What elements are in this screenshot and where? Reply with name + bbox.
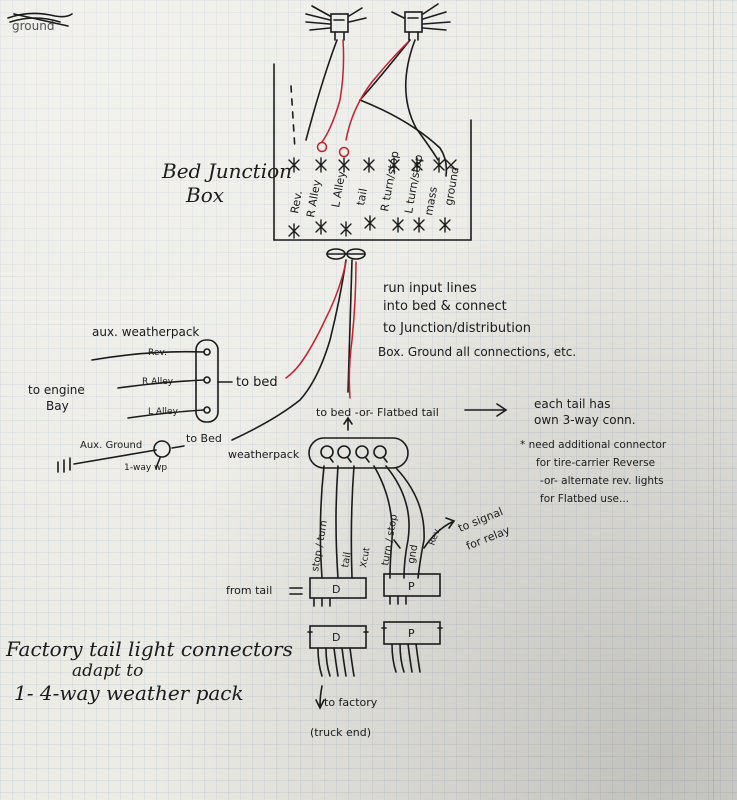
crossed-out-scribble — [7, 12, 73, 27]
factory-note-line2: adapt to — [72, 661, 143, 681]
red-wires — [285, 39, 409, 399]
each-tail-line2: own 3-way conn. — [534, 413, 636, 427]
tail-light-fixture-right — [391, 3, 451, 41]
additional-note-line4: for Flatbed use... — [540, 493, 629, 505]
junction-box-title-line2: Box — [185, 183, 224, 207]
additional-note-line2: for tire-carrier Reverse — [536, 457, 655, 469]
terminal-label-l-alley: L Alley — [329, 170, 348, 209]
wire-label-stop-turn: stop / turn — [310, 520, 330, 573]
to-bed-weatherpack-line2: weatherpack — [228, 448, 300, 461]
wire-label-turn-stop: turn / stop — [380, 514, 400, 567]
one-way-wp-label: 1-way wp — [124, 463, 167, 473]
aux-weatherpack-label: aux. weatherpack — [92, 325, 199, 339]
to-engine-bay-line2: Bay — [46, 399, 69, 413]
each-tail-line1: each tail has — [534, 397, 611, 411]
additional-note-line1: * need additional connector — [520, 439, 667, 451]
to-factory-label: to factory — [324, 696, 378, 709]
wire-label-tail: tail — [340, 551, 354, 568]
input-note-line3: to Junction/distribution — [383, 321, 531, 336]
passenger-factory-label: P — [408, 627, 415, 640]
terminal-label-tail: tail — [354, 187, 370, 206]
tail-light-fixture-left — [305, 5, 367, 41]
driver-factory-connector — [307, 625, 369, 677]
truck-end-label: (truck end) — [310, 726, 371, 739]
junction-box — [273, 63, 472, 241]
terminal-label-ground: ground — [442, 166, 462, 207]
page-margin-line — [713, 0, 714, 800]
aux-r-alley-label: R Alley — [142, 377, 174, 387]
wire-label-rev: Rev. — [427, 526, 443, 547]
wire-label-gnd: gnd — [406, 544, 420, 565]
aux-rev-label: Rev. — [148, 348, 167, 358]
aux-l-alley-label: L Alley — [148, 407, 179, 417]
passenger-connector-label: P — [408, 580, 415, 593]
factory-note-line3: 1- 4-way weather pack — [14, 681, 244, 705]
terminal-label-rev: Rev. — [288, 190, 305, 215]
terminal-label-l-turn-stop: L turn/stop — [402, 153, 425, 214]
to-bed-label: to bed — [236, 375, 278, 390]
annotations: ground Bed Junction Box Rev. R Alley L A… — [5, 19, 667, 739]
passenger-factory-connector — [381, 621, 443, 673]
from-tail-label: from tail — [226, 584, 272, 597]
terminal-label-mass: mass — [422, 186, 440, 217]
input-note-line4: Box. Ground all connections, etc. — [378, 345, 576, 359]
crossed-out-text: ground — [12, 19, 54, 33]
driver-connector-label: D — [332, 583, 340, 596]
driver-connector-from-tail — [309, 577, 367, 607]
aux-ground-label: Aux. Ground — [80, 440, 142, 451]
junction-box-title: Bed Junction — [161, 159, 292, 183]
input-note-line1: run input lines — [383, 281, 477, 296]
aux-weatherpack-connector — [91, 339, 233, 423]
passenger-connector-from-tail — [383, 573, 441, 605]
to-bed-weatherpack-line1: to Bed — [186, 432, 222, 445]
wire-label-xcut: Xcut — [359, 546, 372, 568]
aux-ground-1-way — [57, 440, 185, 473]
wire-grommet — [326, 248, 366, 260]
flatbed-4-way-connector — [308, 437, 409, 469]
input-note-line2: into bed & connect — [383, 299, 507, 314]
factory-note-line1: Factory tail light connectors — [5, 637, 293, 661]
terminal-label-r-turn-stop: R turn/stop — [378, 150, 401, 213]
flatbed-tail-label: to bed -or- Flatbed tail — [316, 406, 439, 419]
additional-note-line3: -or- alternate rev. lights — [540, 475, 664, 487]
terminal-label-r-alley: R Alley — [304, 178, 323, 218]
to-engine-bay-line1: to engine — [28, 383, 85, 397]
driver-factory-label: D — [332, 631, 340, 644]
